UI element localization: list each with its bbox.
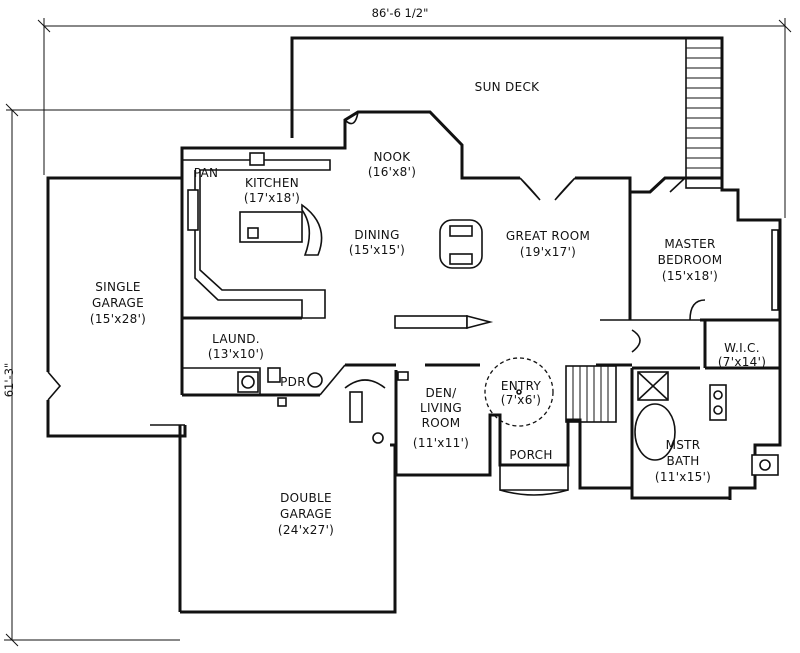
laundry-fixtures — [182, 367, 386, 423]
kitchen-label: KITCHEN — [245, 176, 299, 190]
great-room-label: GREAT ROOM — [506, 229, 590, 243]
porch-fixtures — [372, 371, 569, 496]
interior-walls — [182, 178, 780, 488]
wic-label: W.I.C. — [724, 341, 760, 355]
exterior-walls — [46, 110, 782, 614]
porch-label: PORCH — [509, 448, 552, 462]
pantry-label: PAN — [194, 166, 219, 180]
laundry-size: (13'x10') — [208, 347, 264, 361]
stairs — [565, 365, 617, 423]
nook-size: (16'x8') — [368, 165, 416, 179]
wic-size: (7'x14') — [718, 355, 766, 369]
sun-deck-outline — [290, 36, 724, 190]
single-garage-label-2: GARAGE — [92, 296, 144, 310]
dimension-lines — [4, 18, 792, 647]
laundry-label: LAUND. — [212, 332, 260, 346]
overall-depth-label: 61'-3" — [2, 363, 16, 398]
single-garage-label-1: SINGLE — [95, 280, 141, 294]
double-garage-label-1: DOUBLE — [280, 491, 332, 505]
powder-label: PDR — [280, 375, 306, 389]
entry-size: (7'x6') — [501, 393, 541, 407]
room-labels: SUN DECK NOOK (16'x8') PAN KITCHEN (17'x… — [90, 80, 766, 537]
kitchen-cabinets — [182, 152, 331, 319]
door-swings — [344, 111, 706, 353]
dining-size: (15'x15') — [349, 243, 405, 257]
sun-deck-label: SUN DECK — [475, 80, 540, 94]
master-bedroom-label-2: BEDROOM — [658, 253, 723, 267]
nook-label: NOOK — [374, 150, 412, 164]
bath-fixtures — [634, 229, 779, 476]
entry-label: ENTRY — [501, 379, 542, 393]
master-bath-label-1: MSTR — [666, 438, 701, 452]
den-size: (11'x11') — [413, 436, 469, 450]
dining-label: DINING — [354, 228, 399, 242]
great-room-fixtures — [394, 219, 630, 330]
master-bedroom-label-1: MASTER — [664, 237, 715, 251]
den-label-3: ROOM — [422, 416, 461, 430]
great-room-size: (19'x17') — [520, 245, 576, 259]
master-bath-size: (11'x15') — [655, 470, 711, 484]
overall-width-label: 86'-6 1/2" — [372, 6, 429, 20]
kitchen-size: (17'x18') — [244, 191, 300, 205]
master-bath-label-2: BATH — [666, 454, 699, 468]
master-bedroom-size: (15'x18') — [662, 269, 718, 283]
double-garage-label-2: GARAGE — [280, 507, 332, 521]
den-label-2: LIVING — [420, 401, 462, 415]
garage-door-markers — [47, 371, 185, 612]
double-garage-size: (24'x27') — [278, 523, 334, 537]
single-garage-size: (15'x28') — [90, 312, 146, 326]
den-label-1: DEN/ — [425, 386, 457, 400]
entry-rotunda — [484, 357, 554, 427]
